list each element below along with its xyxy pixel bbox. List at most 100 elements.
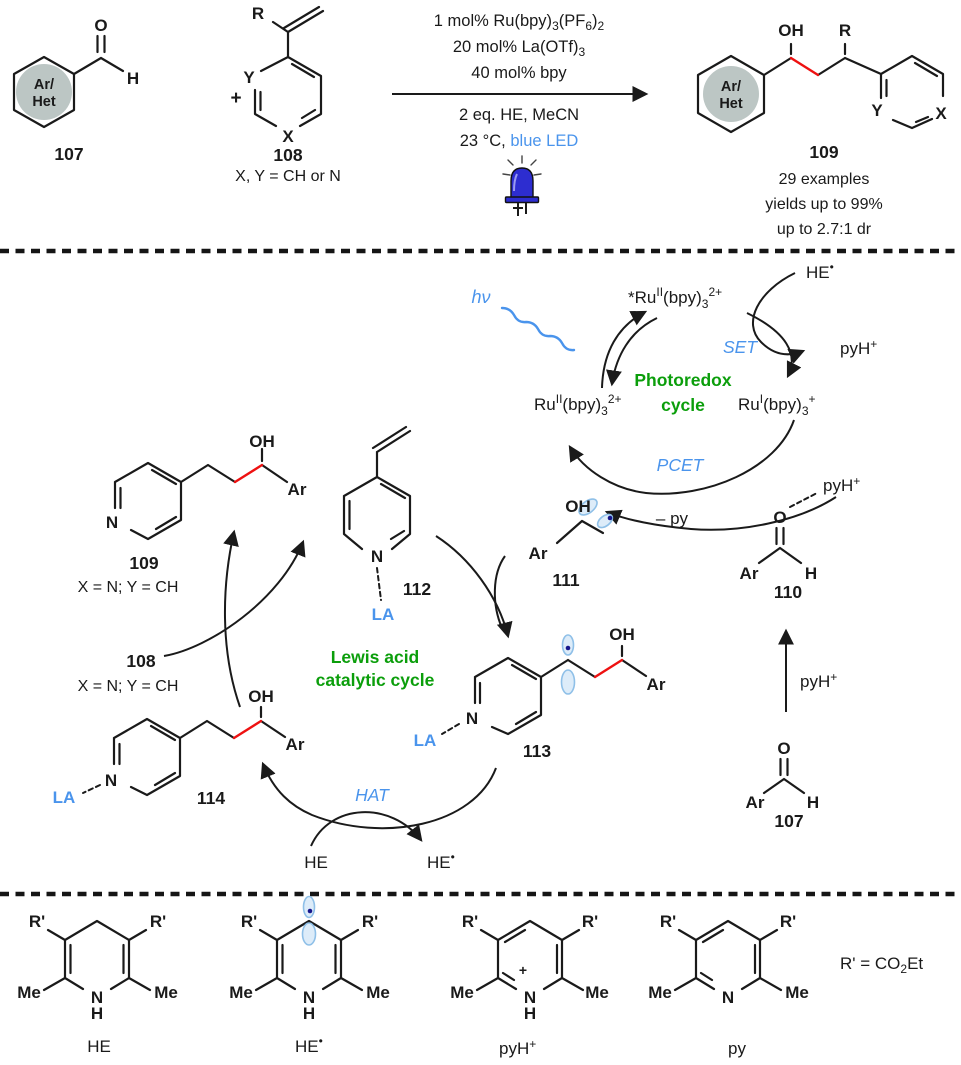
atom-o: O — [777, 739, 790, 758]
lewis-cycle-arrows: HAT HE HE• — [163, 529, 513, 872]
structure-he: R' R' Me Me N H HE — [17, 912, 178, 1056]
species-pyh: pyH+ — [823, 474, 860, 495]
top-reaction: Ar/ Het O H 107 + R Y X 108 X, Y = CH or… — [12, 4, 947, 238]
radical-dot — [607, 515, 613, 521]
substituent-note: X = N; Y = CH — [78, 678, 179, 695]
aldehyde-to-ketyl-arc — [604, 496, 837, 531]
legend-label-he: HE — [87, 1037, 111, 1056]
legend-structures: R' R' Me Me N H HE R' R' Me Me N H HE• +… — [17, 895, 923, 1058]
highlighted-bond — [593, 658, 624, 679]
compound-number: 109 — [809, 142, 838, 162]
arrow-112-to-113 — [435, 535, 513, 639]
mechanism: hν *RuII(bpy)32+ RuII(bpy)32+ RuI(bpy)3+… — [53, 260, 878, 872]
compound-112: N LA 112 — [342, 425, 431, 624]
species-pyh: pyH+ — [800, 670, 837, 691]
conditions-line-5: 23 °C, blue LED — [460, 132, 579, 150]
reaction-conditions: 1 mol% Ru(bpy)3(PF6)2 20 mol% La(OTf)3 4… — [392, 12, 649, 216]
compound-number: 107 — [774, 811, 803, 831]
compound-110: O Ar H 110 pyH+ — [740, 474, 861, 602]
structure-py: R' R' Me Me N py — [648, 912, 809, 1058]
compound-114: N LA OH Ar 114 — [53, 687, 305, 808]
atom-y: Y — [871, 101, 883, 120]
compound-108: R Y X 108 X, Y = CH or N — [235, 4, 341, 185]
legend-label-py: py — [728, 1039, 746, 1058]
compound-number: 107 — [54, 144, 83, 164]
scope-examples: 29 examples — [779, 171, 870, 188]
photoredox-cycle-title: cycle — [661, 395, 705, 415]
structure-pyh: + R' R' Me Me N H pyH+ — [450, 912, 609, 1058]
atom-n: N — [524, 988, 536, 1007]
atom-n: N — [466, 709, 478, 728]
compound-111: OH Ar 111 — [529, 497, 614, 590]
scope-dr: up to 2.7:1 dr — [777, 221, 872, 238]
excitation-arrow-down — [606, 317, 658, 387]
methyl-label: Me — [229, 983, 253, 1002]
radical-orbital — [578, 498, 598, 516]
species-pyh: pyH+ — [840, 337, 877, 358]
lewis-acid-label: LA — [53, 788, 76, 807]
substituent-rprime: R' — [362, 912, 378, 931]
atom-n: N — [105, 771, 117, 790]
substituent-note: X = N; Y = CH — [78, 579, 179, 596]
methyl-label: Me — [785, 983, 809, 1002]
radical-dot — [565, 645, 571, 651]
atom-h: H — [127, 69, 139, 88]
pcet-cycle-arc — [568, 419, 795, 495]
compound-number: 111 — [552, 570, 580, 590]
lewis-acid-label: LA — [372, 605, 395, 624]
atom-h: H — [91, 1004, 103, 1023]
compound-number: 108 — [126, 651, 155, 671]
conditions-line-3: 40 mol% bpy — [471, 64, 567, 82]
compound-109: Ar/ Het OH R Y X 109 29 examples yields … — [696, 21, 947, 238]
aryl-circle — [703, 66, 759, 122]
arrow-113-to-114 — [260, 761, 497, 830]
methyl-label: Me — [17, 983, 41, 1002]
radical-orbital — [301, 922, 317, 946]
hydroxyl-label: OH — [565, 497, 591, 516]
atom-y: Y — [243, 68, 255, 87]
aryl-label: Ar — [647, 675, 666, 694]
la-coordination-dashes — [82, 784, 101, 794]
aryl-label: Ar — [740, 564, 759, 583]
set-cycle-arc — [746, 312, 802, 379]
aryl-label: Het — [719, 96, 743, 112]
methyl-label: Me — [585, 983, 609, 1002]
scope-yield: yields up to 99% — [765, 196, 882, 213]
compound-113: N LA OH Ar 113 — [414, 625, 666, 761]
radical-orbital — [302, 895, 316, 919]
atom-h: H — [807, 793, 819, 812]
blue-led-icon — [502, 155, 542, 216]
legend-label-he-radical: HE• — [295, 1034, 323, 1056]
compound-number: 108 — [273, 145, 302, 165]
aryl-circle — [16, 64, 72, 120]
aryl-label: Ar/ — [34, 77, 54, 93]
photoredox-cycle-title: Photoredox — [634, 370, 731, 390]
highlighted-bond — [232, 719, 263, 740]
compound-number: 113 — [523, 741, 551, 761]
hv-wavy-arrow — [500, 306, 576, 352]
compound-107-cycle: O Ar H 107 — [746, 739, 820, 831]
atom-n: N — [303, 988, 315, 1007]
hydroxyl-label: OH — [778, 21, 804, 40]
activation-step: pyH+ — [778, 628, 837, 712]
arrow-he-to-herad — [310, 811, 423, 847]
atom-n: N — [722, 988, 734, 1007]
methyl-label: Me — [154, 983, 178, 1002]
substituent-rprime: R' — [660, 912, 676, 931]
la-coordination-dashes — [441, 723, 460, 735]
conditions-line-4: 2 eq. HE, MeCN — [459, 106, 579, 124]
lewis-acid-label: LA — [414, 731, 437, 750]
atom-n: N — [106, 513, 118, 532]
species-he: HE — [304, 853, 328, 872]
species-he-radical: HE• — [427, 850, 455, 872]
he-to-pyh-arc — [751, 272, 806, 364]
arrow-108-to-112 — [163, 539, 306, 657]
aryl-label: Ar — [746, 793, 765, 812]
aryl-label: Het — [32, 94, 56, 110]
lewis-cycle-title: Lewis acid — [331, 647, 420, 667]
atom-x: X — [282, 127, 294, 146]
conditions-line-2: 20 mol% La(OTf)3 — [453, 38, 586, 59]
atom-n: N — [91, 988, 103, 1007]
minus-py-label: – py — [656, 509, 689, 528]
